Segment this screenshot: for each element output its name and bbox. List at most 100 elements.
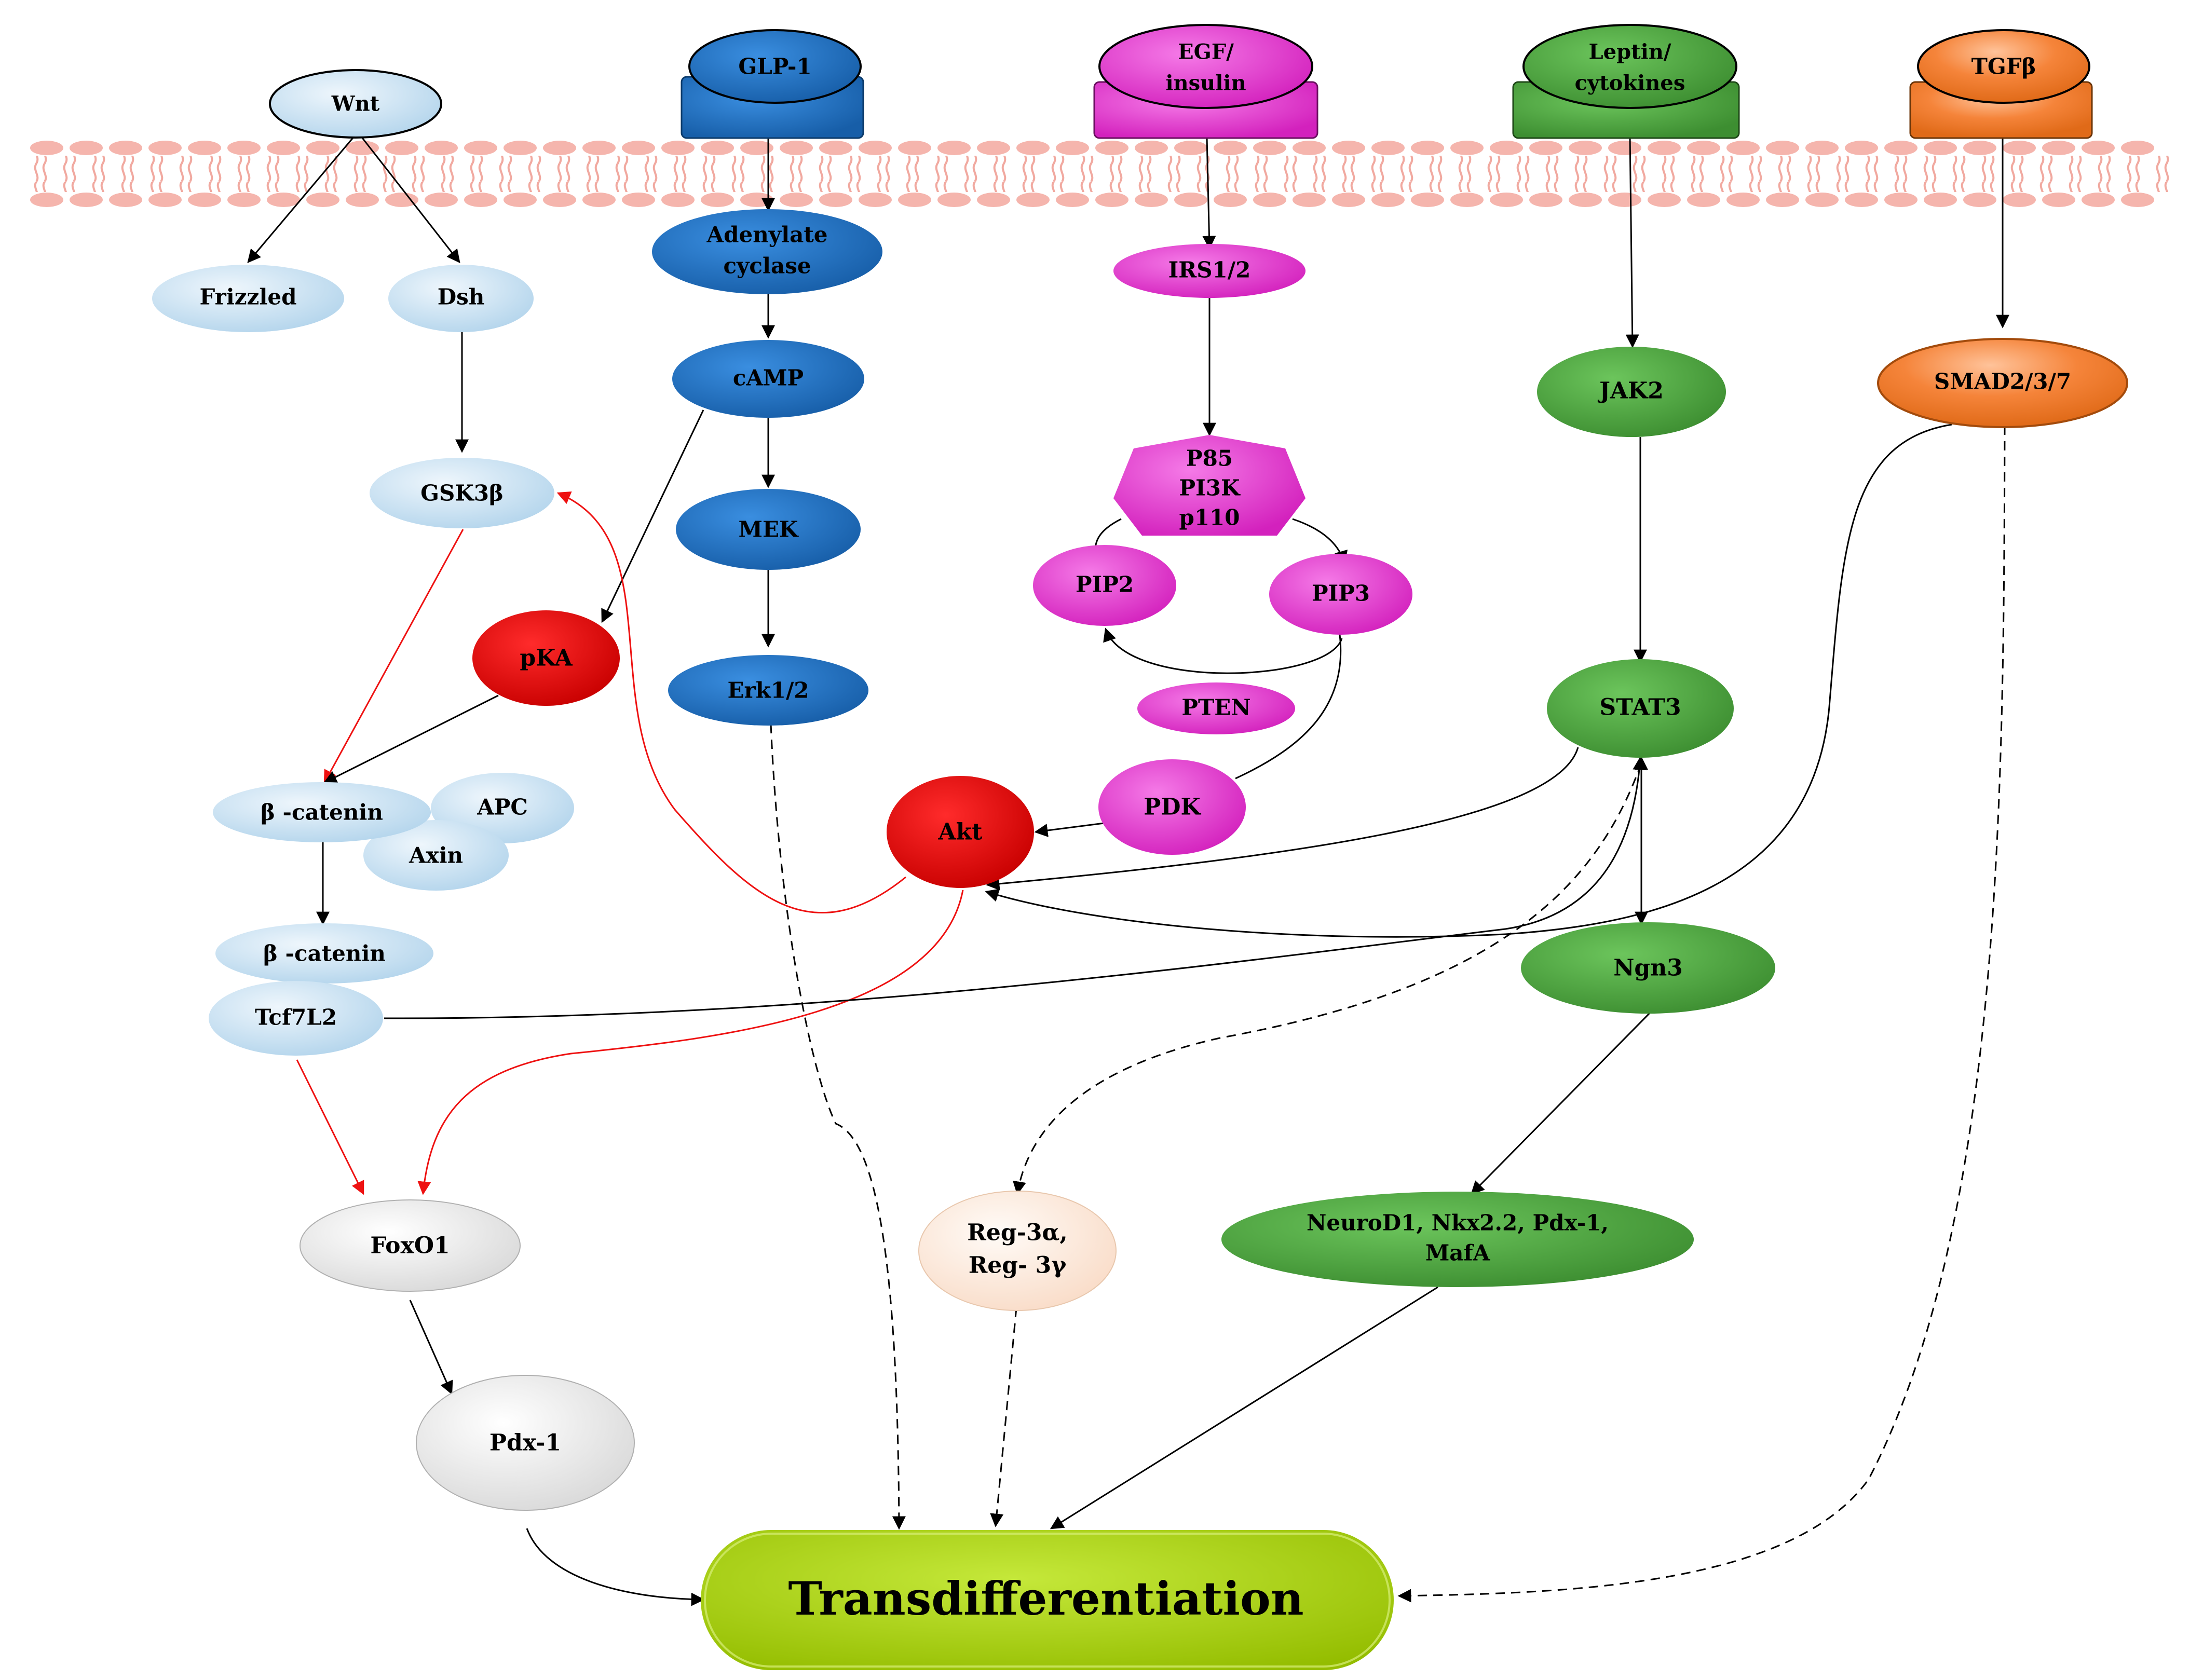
node-foxo1: FoxO1 — [300, 1199, 521, 1292]
node-stat3: STAT3 — [1547, 659, 1734, 758]
membrane-head-top — [977, 141, 1010, 155]
membrane-head-bottom — [1253, 193, 1286, 207]
membrane-head-bottom — [1135, 193, 1168, 207]
membrane-head-bottom — [1450, 193, 1484, 207]
membrane-head-bottom — [1924, 193, 1957, 207]
membrane-head-bottom — [701, 193, 734, 207]
node-egf-insulin-label-2: insulin — [1165, 71, 1246, 95]
node-pdk-label: PDK — [1144, 794, 1201, 821]
node-dsh: Dsh — [388, 265, 534, 332]
membrane-heads-top — [30, 141, 2154, 155]
membrane-head-top — [1766, 141, 1799, 155]
membrane-head-top — [1174, 141, 1207, 155]
membrane-head-bottom — [1174, 193, 1207, 207]
membrane-head-top — [937, 141, 971, 155]
membrane-head-top — [1805, 141, 1839, 155]
membrane-head-top — [780, 141, 813, 155]
node-pi3k-label-3: p110 — [1179, 505, 1240, 530]
membrane-head-top — [1924, 141, 1957, 155]
membrane-head-bottom — [622, 193, 655, 207]
node-mek-label: MEK — [738, 517, 799, 542]
edge-pip3-pip2 — [1103, 627, 1343, 674]
node-reg3: Reg-3α, Reg- 3γ — [918, 1191, 1117, 1311]
membrane-head-bottom — [543, 193, 576, 207]
membrane-head-bottom — [1608, 193, 1641, 207]
node-bcatenin-1-label: β -catenin — [261, 800, 383, 825]
edge-camp-pka — [601, 409, 704, 623]
node-tcf7l2: Tcf7L2 — [209, 981, 383, 1056]
node-akt: Akt — [887, 776, 1034, 888]
membrane-head-top — [1884, 141, 1918, 155]
membrane-head-top — [622, 141, 655, 155]
node-transdifferentiation: Transdifferentiation — [701, 1530, 1394, 1670]
node-jak2-label: JAK2 — [1597, 378, 1664, 404]
node-dsh-label: Dsh — [438, 284, 485, 310]
membrane-head-bottom — [1884, 193, 1918, 207]
membrane-head-bottom — [661, 193, 695, 207]
node-ngn3: Ngn3 — [1521, 922, 1775, 1014]
membrane-head-top — [70, 141, 103, 155]
edge-leptin-jak2 — [1625, 135, 1639, 348]
membrane-head-bottom — [1726, 193, 1760, 207]
membrane-head-bottom — [2042, 193, 2075, 207]
membrane-head-top — [1332, 141, 1365, 155]
node-pi3k: P85 PI3K p110 — [1113, 435, 1306, 536]
membrane-head-bottom — [1214, 193, 1247, 207]
node-smad-label: SMAD2/3/7 — [1934, 369, 2071, 394]
node-reg3-label-2: Reg- 3γ — [969, 1252, 1067, 1279]
membrane-head-bottom — [1569, 193, 1602, 207]
node-pka: pKA — [472, 610, 620, 706]
membrane-head-top — [701, 141, 734, 155]
node-erk-label: Erk1/2 — [727, 678, 809, 703]
membrane-head-bottom — [188, 193, 221, 207]
membrane-head-top — [1056, 141, 1089, 155]
membrane-head-top — [582, 141, 616, 155]
node-neurod1-group: NeuroD1, Nkx2.2, Pdx-1, MafA — [1221, 1192, 1694, 1287]
edge-wnt-dsh — [360, 135, 460, 264]
node-stat3-label: STAT3 — [1599, 694, 1681, 721]
node-pdx1-label: Pdx-1 — [489, 1430, 561, 1456]
membrane-head-bottom — [898, 193, 931, 207]
membrane-head-top — [2082, 141, 2115, 155]
membrane-head-bottom — [1016, 193, 1050, 207]
edge-tcf7l2-foxo1 — [296, 1059, 364, 1195]
membrane-head-bottom — [977, 193, 1010, 207]
node-gsk3b: GSK3β — [370, 458, 554, 528]
membrane-head-bottom — [1805, 193, 1839, 207]
membrane-head-top — [898, 141, 931, 155]
membrane-head-top — [1687, 141, 1720, 155]
node-pip3-label: PIP3 — [1312, 581, 1370, 606]
membrane-head-bottom — [1490, 193, 1523, 207]
membrane-head-top — [1608, 141, 1641, 155]
membrane-head-bottom — [2121, 193, 2154, 207]
node-akt-label: Akt — [938, 819, 983, 845]
node-axin: Axin — [363, 820, 509, 891]
membrane-head-bottom — [1963, 193, 1996, 207]
node-wnt-label: Wnt — [331, 92, 380, 116]
membrane-head-bottom — [306, 193, 339, 207]
edge-pip3-pdk — [1235, 630, 1342, 780]
node-neurod1-label-2: MafA — [1425, 1240, 1491, 1266]
node-tgfb: TGFβ — [1917, 29, 2090, 104]
membrane-head-top — [267, 141, 300, 155]
edge-tcf7l2-stat3 — [384, 756, 1647, 1019]
membrane-head-top — [2003, 141, 2036, 155]
node-leptin-cytokines: Leptin/ cytokines — [1522, 24, 1737, 109]
membrane-head-bottom — [2003, 193, 2036, 207]
membrane-head-top — [1135, 141, 1168, 155]
membrane-head-top — [30, 141, 63, 155]
node-tgfb-label: TGFβ — [1971, 54, 2036, 79]
edge-egf-irs — [1202, 137, 1216, 250]
membrane-head-top — [346, 141, 379, 155]
node-egf-insulin: EGF/ insulin — [1098, 24, 1313, 109]
membrane-head-bottom — [582, 193, 616, 207]
membrane-head-bottom — [70, 193, 103, 207]
node-leptin-cytokines-label-1: Leptin/ — [1589, 40, 1671, 64]
node-frizzled-label: Frizzled — [200, 284, 297, 310]
membrane-head-bottom — [464, 193, 497, 207]
membrane-head-top — [1569, 141, 1602, 155]
membrane-head-top — [1253, 141, 1286, 155]
node-glp1: GLP-1 — [688, 29, 862, 104]
membrane-head-bottom — [1371, 193, 1405, 207]
membrane-head-top — [1293, 141, 1326, 155]
